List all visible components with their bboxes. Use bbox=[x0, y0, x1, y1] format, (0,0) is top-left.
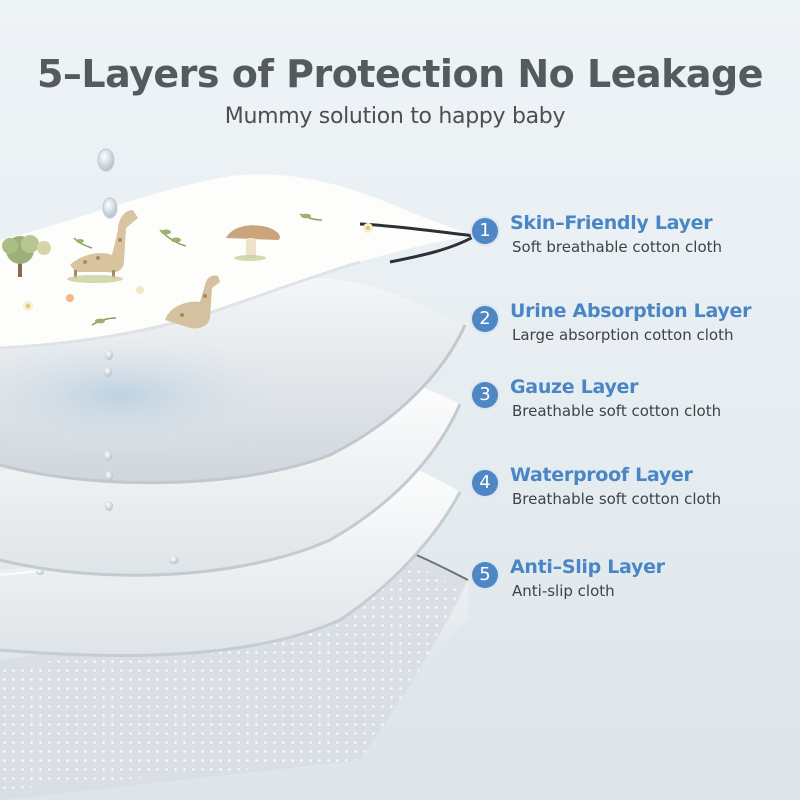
layer-number-badge: 4 bbox=[472, 470, 498, 496]
layer-callout-5: 5 Anti–Slip Layer Anti-slip cloth bbox=[472, 556, 792, 616]
page-subtitle: Mummy solution to happy baby bbox=[224, 104, 566, 129]
layer-name: Skin–Friendly Layer bbox=[510, 212, 713, 234]
layer-description: Soft breathable cotton cloth bbox=[512, 238, 723, 256]
layer-number-badge: 5 bbox=[472, 562, 498, 588]
layer-callout-4: 4 Waterproof Layer Breathable soft cotto… bbox=[472, 464, 792, 524]
giraffe-print-icon bbox=[165, 275, 220, 329]
layer-callout-1: 1 Skin–Friendly Layer Soft breathable co… bbox=[472, 212, 792, 272]
layer-callout-3: 3 Gauze Layer Breathable soft cotton clo… bbox=[472, 376, 792, 436]
absorption-sheet bbox=[0, 277, 467, 485]
layer-number-badge: 3 bbox=[472, 382, 498, 408]
layer-description: Breathable soft cotton cloth bbox=[512, 490, 722, 508]
layer-name: Gauze Layer bbox=[510, 376, 639, 398]
skin-friendly-sheet bbox=[0, 174, 480, 350]
tree-print-icon bbox=[2, 235, 51, 277]
layer-description: Anti-slip cloth bbox=[512, 582, 615, 600]
layer-name: Urine Absorption Layer bbox=[510, 300, 752, 322]
layer-number-badge: 2 bbox=[472, 306, 498, 332]
mushroom-print-icon bbox=[226, 225, 280, 261]
layer-description: Large absorption cotton cloth bbox=[512, 326, 734, 344]
giraffe-print-icon bbox=[67, 210, 138, 283]
page-title: 5–Layers of Protection No Leakage bbox=[36, 52, 764, 96]
layer-name: Waterproof Layer bbox=[510, 464, 693, 486]
layer-name: Anti–Slip Layer bbox=[510, 556, 665, 578]
layer-callout-2: 2 Urine Absorption Layer Large absorptio… bbox=[472, 300, 792, 360]
water-droplet-icon bbox=[36, 148, 179, 575]
layer-number-badge: 1 bbox=[472, 218, 498, 244]
flower-print-icon bbox=[23, 223, 373, 311]
layer-description: Breathable soft cotton cloth bbox=[512, 402, 722, 420]
leaf-print-icon bbox=[73, 213, 323, 326]
